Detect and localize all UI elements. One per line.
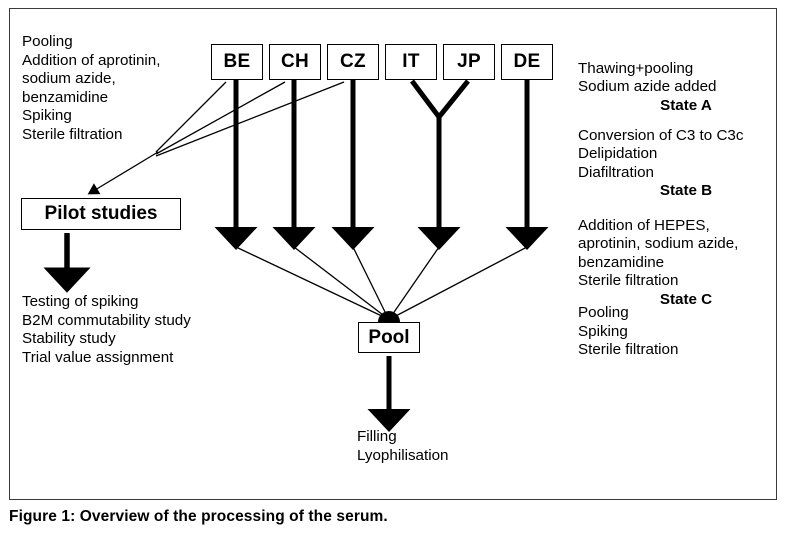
country-box-jp[interactable]: JP bbox=[443, 44, 495, 80]
right-block-d: Pooling Spiking Sterile filtration bbox=[578, 304, 679, 359]
country-label-be: BE bbox=[223, 51, 251, 72]
figure-caption: Figure 1: Overview of the processing of … bbox=[9, 508, 388, 525]
pool-label: Pool bbox=[368, 326, 410, 348]
left-top-steps-text: Pooling Addition of aprotinin, sodium az… bbox=[22, 33, 161, 143]
state-label-c: State C bbox=[659, 290, 713, 308]
right-block-a-lines: Thawing+pooling Sodium azide added bbox=[578, 59, 717, 96]
left-bottom-steps-text: Testing of spiking B2M commutability stu… bbox=[22, 293, 191, 366]
pilot-studies-box[interactable]: Pilot studies bbox=[21, 198, 181, 230]
right-block-c: Addition of HEPES, aprotinin, sodium azi… bbox=[578, 198, 778, 328]
country-box-de[interactable]: DE bbox=[501, 44, 553, 80]
country-label-cz: CZ bbox=[340, 51, 366, 72]
country-label-jp: JP bbox=[457, 51, 481, 72]
right-block-c-lines: Addition of HEPES, aprotinin, sodium azi… bbox=[578, 216, 739, 290]
pool-box[interactable]: Pool bbox=[358, 322, 420, 353]
country-label-de: DE bbox=[513, 51, 541, 72]
country-label-it: IT bbox=[402, 51, 420, 72]
country-box-it[interactable]: IT bbox=[385, 44, 437, 80]
filling-lyophilisation-text: Filling Lyophilisation bbox=[357, 428, 449, 464]
right-block-b: Conversion of C3 to C3c Delipidation Dia… bbox=[578, 108, 778, 220]
right-block-a: Thawing+pooling Sodium azide added State… bbox=[578, 41, 778, 134]
country-box-cz[interactable]: CZ bbox=[327, 44, 379, 80]
right-block-b-lines: Conversion of C3 to C3c Delipidation Dia… bbox=[578, 126, 744, 181]
state-label-a: State A bbox=[660, 96, 712, 114]
country-label-ch: CH bbox=[280, 51, 310, 72]
country-box-ch[interactable]: CH bbox=[269, 44, 321, 80]
pilot-studies-label: Pilot studies bbox=[44, 203, 158, 224]
state-label-b: State B bbox=[659, 182, 713, 200]
country-box-be[interactable]: BE bbox=[211, 44, 263, 80]
